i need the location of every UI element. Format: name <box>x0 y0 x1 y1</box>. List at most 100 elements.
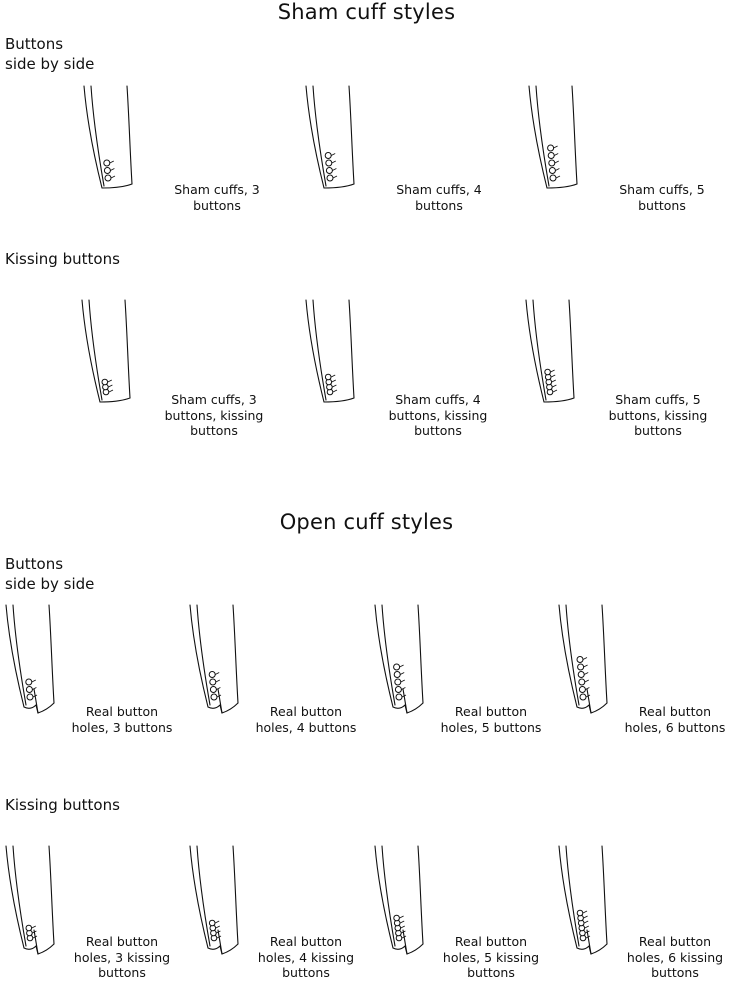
cuff-vent <box>33 929 39 955</box>
button-icon <box>548 159 556 167</box>
cuff-hem <box>323 397 355 403</box>
sleeve-drawing <box>305 299 355 403</box>
buttonhole-mark <box>399 915 404 919</box>
cuff-caption: Sham cuffs, 3 buttons <box>174 182 260 213</box>
buttonhole-mark <box>552 384 557 388</box>
buttonhole-mark <box>214 672 220 675</box>
button-icon <box>25 678 33 686</box>
sleeve-inner-line <box>196 604 211 706</box>
sleeve-outer-line <box>374 604 394 708</box>
sleeve-inner-line <box>565 604 580 706</box>
buttonhole-mark <box>331 160 337 164</box>
button-icon <box>208 919 216 927</box>
buttonhole-mark <box>110 175 116 179</box>
sleeve-back-line <box>568 299 575 399</box>
sleeve-inner-line <box>312 85 327 187</box>
buttonhole-mark <box>585 930 590 934</box>
buttonhole-mark <box>331 379 337 383</box>
buttonhole-mark <box>216 930 221 934</box>
sleeve-inner-line <box>312 299 327 401</box>
sleeve-drawing <box>5 845 55 955</box>
cuff-caption: Real button holes, 5 buttons <box>440 704 542 735</box>
buttonhole-mark <box>31 679 37 683</box>
open-side-by-side-label: Buttons side by side <box>5 555 95 593</box>
button-icon <box>577 663 585 671</box>
sleeve-back-line <box>124 299 131 399</box>
cuff-hem <box>392 702 424 714</box>
cuff-hem <box>543 397 575 403</box>
cuff-hem <box>207 702 239 714</box>
sleeve-outer-line <box>5 845 25 949</box>
button-icon <box>549 174 557 182</box>
buttonhole-mark <box>109 160 115 164</box>
sleeve-inner-line <box>565 845 580 947</box>
buttonhole-mark <box>332 168 337 171</box>
buttonhole-mark <box>32 694 38 698</box>
button-icon <box>103 159 111 167</box>
cuff-caption: Real button holes, 4 buttons <box>255 704 357 735</box>
buttonhole-mark <box>583 920 589 924</box>
buttonhole-mark <box>32 930 37 934</box>
sleeve-back-line <box>571 85 578 185</box>
buttonhole-mark <box>551 379 557 383</box>
cuff-hem <box>23 702 55 714</box>
button-icon <box>103 167 111 174</box>
sleeve-drawing <box>525 299 575 403</box>
cuff-vent <box>217 688 223 714</box>
buttonhole-mark <box>399 672 405 675</box>
button-icon <box>101 378 109 386</box>
buttonhole-mark <box>585 687 590 690</box>
sleeve-outer-line <box>305 299 325 403</box>
cuff-vent <box>586 929 592 955</box>
cuff-hem <box>99 397 131 403</box>
buttonhole-mark <box>583 672 589 675</box>
sleeve-outer-line <box>81 299 101 403</box>
buttonhole-mark <box>582 910 588 914</box>
cuff-hem <box>546 183 578 189</box>
cuff-caption: Real button holes, 6 buttons <box>624 704 726 735</box>
sleeve-inner-line <box>196 845 211 947</box>
buttonhole-mark <box>216 935 222 939</box>
buttonhole-mark <box>555 175 561 179</box>
cuff-vent <box>402 929 408 955</box>
cuff-caption: Real button holes, 3 kissing buttons <box>73 934 171 980</box>
sham-side-by-side-label: Buttons side by side <box>5 35 95 73</box>
buttonhole-mark <box>216 694 222 698</box>
sleeve-outer-line <box>528 85 548 189</box>
sleeve-inner-line <box>535 85 550 187</box>
sleeve-outer-line <box>374 845 394 949</box>
buttonhole-mark <box>330 153 336 156</box>
buttonhole-mark <box>553 153 559 156</box>
buttonhole-mark <box>32 935 38 939</box>
cuff-caption: Sham cuffs, 4 buttons, kissing buttons <box>388 392 488 438</box>
sleeve-drawing <box>558 604 608 714</box>
sleeve-inner-line <box>88 299 103 401</box>
sleeve-back-line <box>348 299 355 399</box>
buttonhole-mark <box>584 925 590 929</box>
sleeve-back-line <box>601 604 608 704</box>
buttonhole-mark <box>110 168 115 171</box>
open-cuff-title: Open cuff styles <box>279 510 454 534</box>
sleeve-inner-line <box>90 85 105 187</box>
sleeve-drawing <box>528 85 578 189</box>
sleeve-back-line <box>417 604 424 704</box>
buttonhole-mark <box>554 160 560 164</box>
buttonhole-mark <box>108 384 113 388</box>
sleeve-back-line <box>601 845 608 945</box>
buttonhole-mark <box>584 679 590 683</box>
button-icon <box>326 174 334 182</box>
sleeve-inner-line <box>381 845 396 947</box>
sleeve-outer-line <box>305 85 325 189</box>
button-icon <box>576 909 584 917</box>
buttonhole-mark <box>583 664 588 668</box>
sleeve-outer-line <box>5 604 25 708</box>
sleeve-back-line <box>126 85 133 185</box>
sleeve-drawing <box>558 845 608 955</box>
sleeve-outer-line <box>189 604 209 708</box>
button-icon <box>324 373 332 381</box>
sleeve-inner-line <box>12 845 27 947</box>
cuff-caption: Sham cuffs, 5 buttons <box>619 182 705 213</box>
sleeve-outer-line <box>189 845 209 949</box>
buttonhole-mark <box>401 930 406 934</box>
button-icon <box>393 914 400 922</box>
